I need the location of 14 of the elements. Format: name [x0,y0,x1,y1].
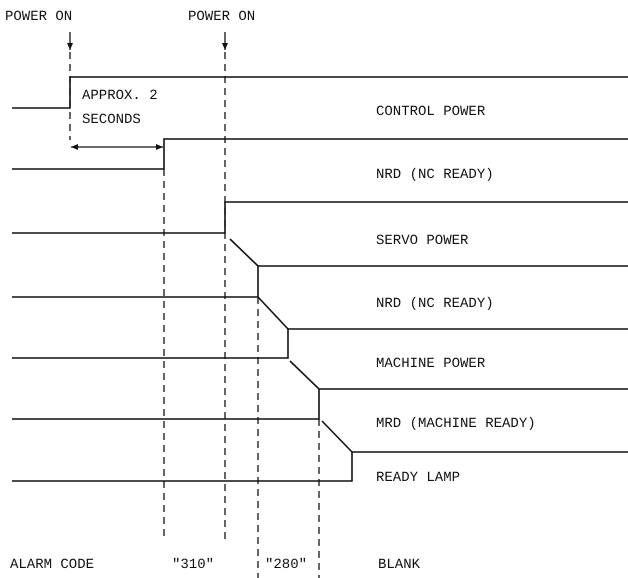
signal-name: NRD (NC READY) [376,166,494,184]
alarm-code-value: "310" [172,556,214,574]
signal-name: MACHINE POWER [376,355,486,373]
signal-name: NRD (NC READY) [376,295,494,313]
row-label: ALARM CODE [10,556,94,574]
signal-name: SERVO POWER [376,232,468,250]
alarm-code-value: "280" [265,556,308,574]
alarm-code-value: BLANK [378,556,420,574]
signal-name: READY LAMP [376,469,460,487]
signal-name: CONTROL POWER [376,103,486,121]
event-label: POWER ON [5,8,72,26]
signal-name: MRD (MACHINE READY) [376,415,536,433]
duration-label: APPROX. 2 SECONDS [82,87,159,130]
event-label: POWER ON [188,8,256,26]
